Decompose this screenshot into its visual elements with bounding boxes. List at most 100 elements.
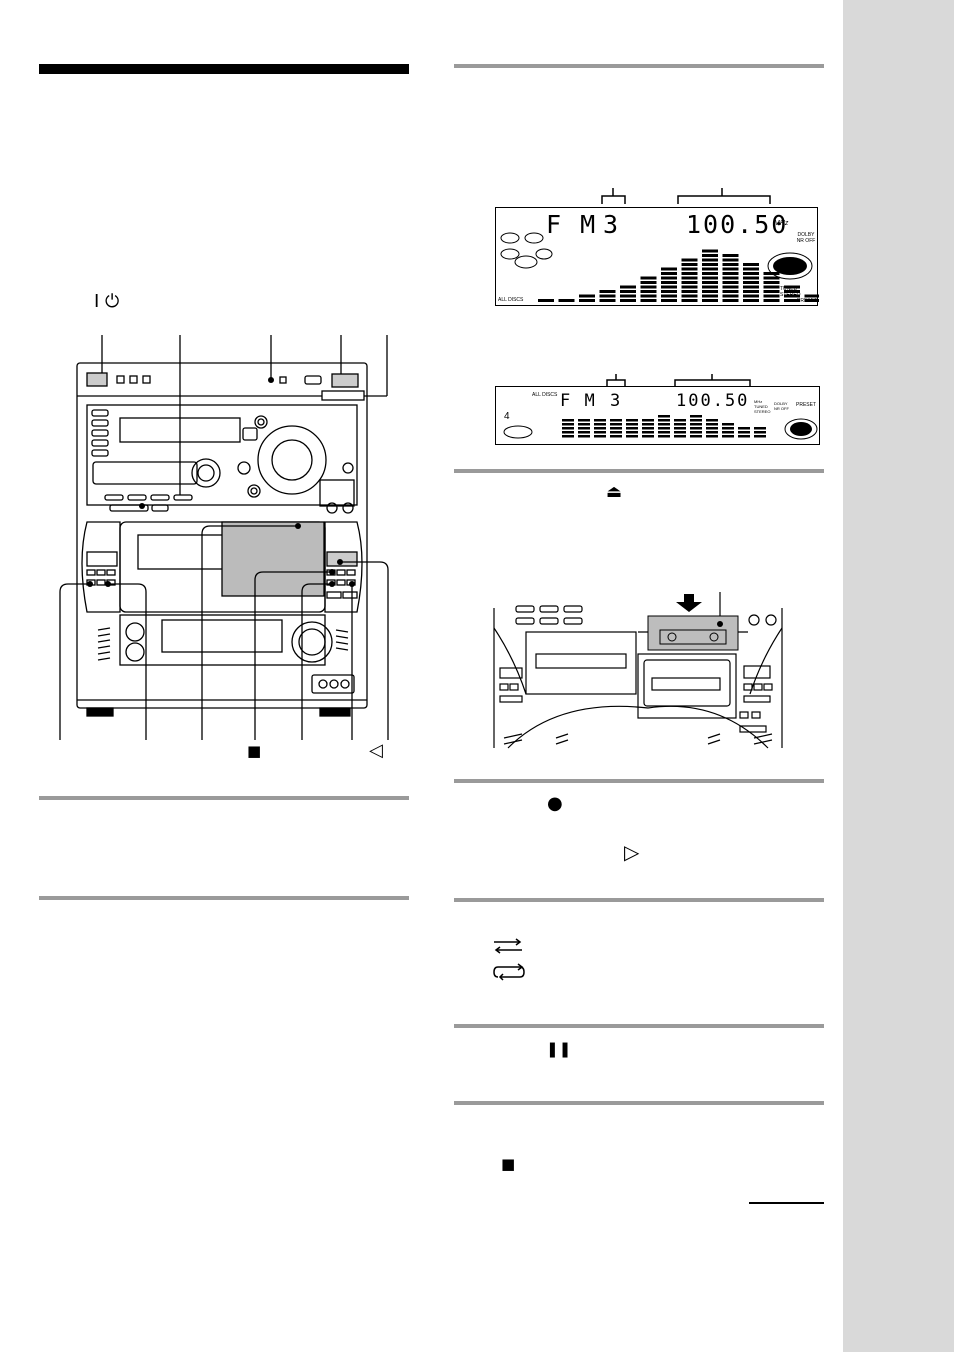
section-rule (39, 896, 409, 900)
eq-segment (578, 431, 590, 434)
eq-segment (626, 431, 638, 434)
record-symbol: ● (547, 793, 563, 814)
eq-segment (661, 294, 677, 298)
section-title-bar (39, 64, 409, 74)
eq-segment (640, 276, 657, 280)
eq-segment (562, 435, 574, 438)
eq-segment (658, 427, 670, 430)
eq-segment (743, 267, 759, 271)
eq-segment (626, 423, 638, 426)
eq-segment (763, 299, 780, 302)
eq-segment (681, 272, 698, 275)
disc-number: 4 (504, 411, 510, 422)
one-way-direction-icon (494, 938, 522, 954)
eq-segment (784, 285, 800, 289)
eq-segment (743, 272, 759, 275)
eq-segment (702, 281, 718, 284)
eq-segment (599, 299, 616, 302)
eq-segment (763, 281, 780, 284)
eq-segment (743, 290, 759, 293)
tuned-label: TUNED (780, 286, 798, 292)
eq-segment (706, 423, 718, 426)
eq-segment (658, 431, 670, 434)
eq-segment (594, 435, 606, 438)
eq-segment (722, 263, 739, 266)
eq-segment (702, 299, 718, 302)
eq-segment (620, 290, 636, 293)
eq-segment (620, 299, 636, 302)
power-symbol: I ⏻ (94, 291, 120, 312)
display-callout-brackets (606, 374, 751, 387)
eq-segment (763, 272, 780, 275)
eq-segment (722, 285, 739, 289)
eq-segment (610, 431, 622, 434)
eq-segment (706, 431, 718, 434)
stereo-label: STEREO (780, 292, 801, 298)
small-display-illustration: ALL DISCS F M 3 100.50 MHz TUNED STEREO … (495, 386, 820, 445)
eq-segment (690, 419, 702, 422)
eq-segment (640, 294, 657, 298)
band-label: F M (560, 391, 597, 411)
eq-segment (642, 427, 654, 430)
eq-segment (702, 294, 718, 298)
eq-segment (642, 435, 654, 438)
eq-segment (702, 254, 718, 257)
eq-segment (620, 285, 636, 289)
eq-segment (784, 294, 800, 298)
eq-segment (754, 427, 766, 430)
dolby-label: DOLBY NR OFF (774, 401, 789, 411)
dolby-label: DOLBY NR OFF (796, 232, 816, 244)
eq-segment (538, 299, 554, 302)
stop-symbol: ■ (501, 1155, 516, 1173)
eq-segment (702, 263, 718, 266)
eq-segment (722, 267, 739, 271)
eq-segment (661, 299, 677, 302)
play-forward-symbol: ▷ (624, 840, 640, 864)
eq-segment (594, 423, 606, 426)
eq-segment (690, 431, 702, 434)
preset-label: PRESET (796, 402, 817, 408)
eq-segment (661, 267, 677, 271)
eq-segment (661, 276, 677, 280)
section-rule (39, 796, 409, 800)
eq-segment (640, 290, 657, 293)
large-display-illustration: F M 3 100.50 MHz DOLBY NR OFF TUNED STER… (495, 207, 819, 306)
eq-segment (690, 423, 702, 426)
eq-segment (743, 281, 759, 284)
frequency-readout: 100.50 (676, 391, 750, 411)
eq-segment (743, 276, 759, 280)
eq-segment (578, 435, 590, 438)
step-rule (454, 469, 824, 473)
eq-segment (578, 427, 590, 430)
eq-segment (804, 294, 819, 298)
eq-segment (681, 285, 698, 289)
step-rule (454, 779, 824, 783)
eq-segment (702, 267, 718, 271)
eq-segment (674, 427, 686, 430)
eq-segment (610, 435, 622, 438)
eq-segment (722, 294, 739, 298)
eq-segment (578, 419, 590, 422)
eq-segment (674, 419, 686, 422)
eq-segment (754, 431, 766, 434)
eq-segment (763, 276, 780, 280)
all-discs-label: ALL DISCS (532, 392, 558, 398)
step-rule (454, 1024, 824, 1028)
eq-segment (642, 423, 654, 426)
eq-segment (681, 299, 698, 302)
eq-segment (763, 294, 780, 298)
eq-segment (599, 294, 616, 298)
eq-segment (722, 276, 739, 280)
eq-segment (681, 258, 698, 262)
relay-direction-icon (493, 963, 525, 981)
frequency-readout: 100.50 (686, 210, 789, 239)
eq-segment (722, 435, 734, 438)
eq-segment (784, 290, 800, 293)
side-tab (843, 0, 954, 1352)
display-callout-brackets (601, 188, 771, 204)
eq-segment (690, 427, 702, 430)
eq-segment (599, 290, 616, 293)
eq-segment (594, 427, 606, 430)
eq-segment (702, 258, 718, 262)
eq-segment (743, 285, 759, 289)
